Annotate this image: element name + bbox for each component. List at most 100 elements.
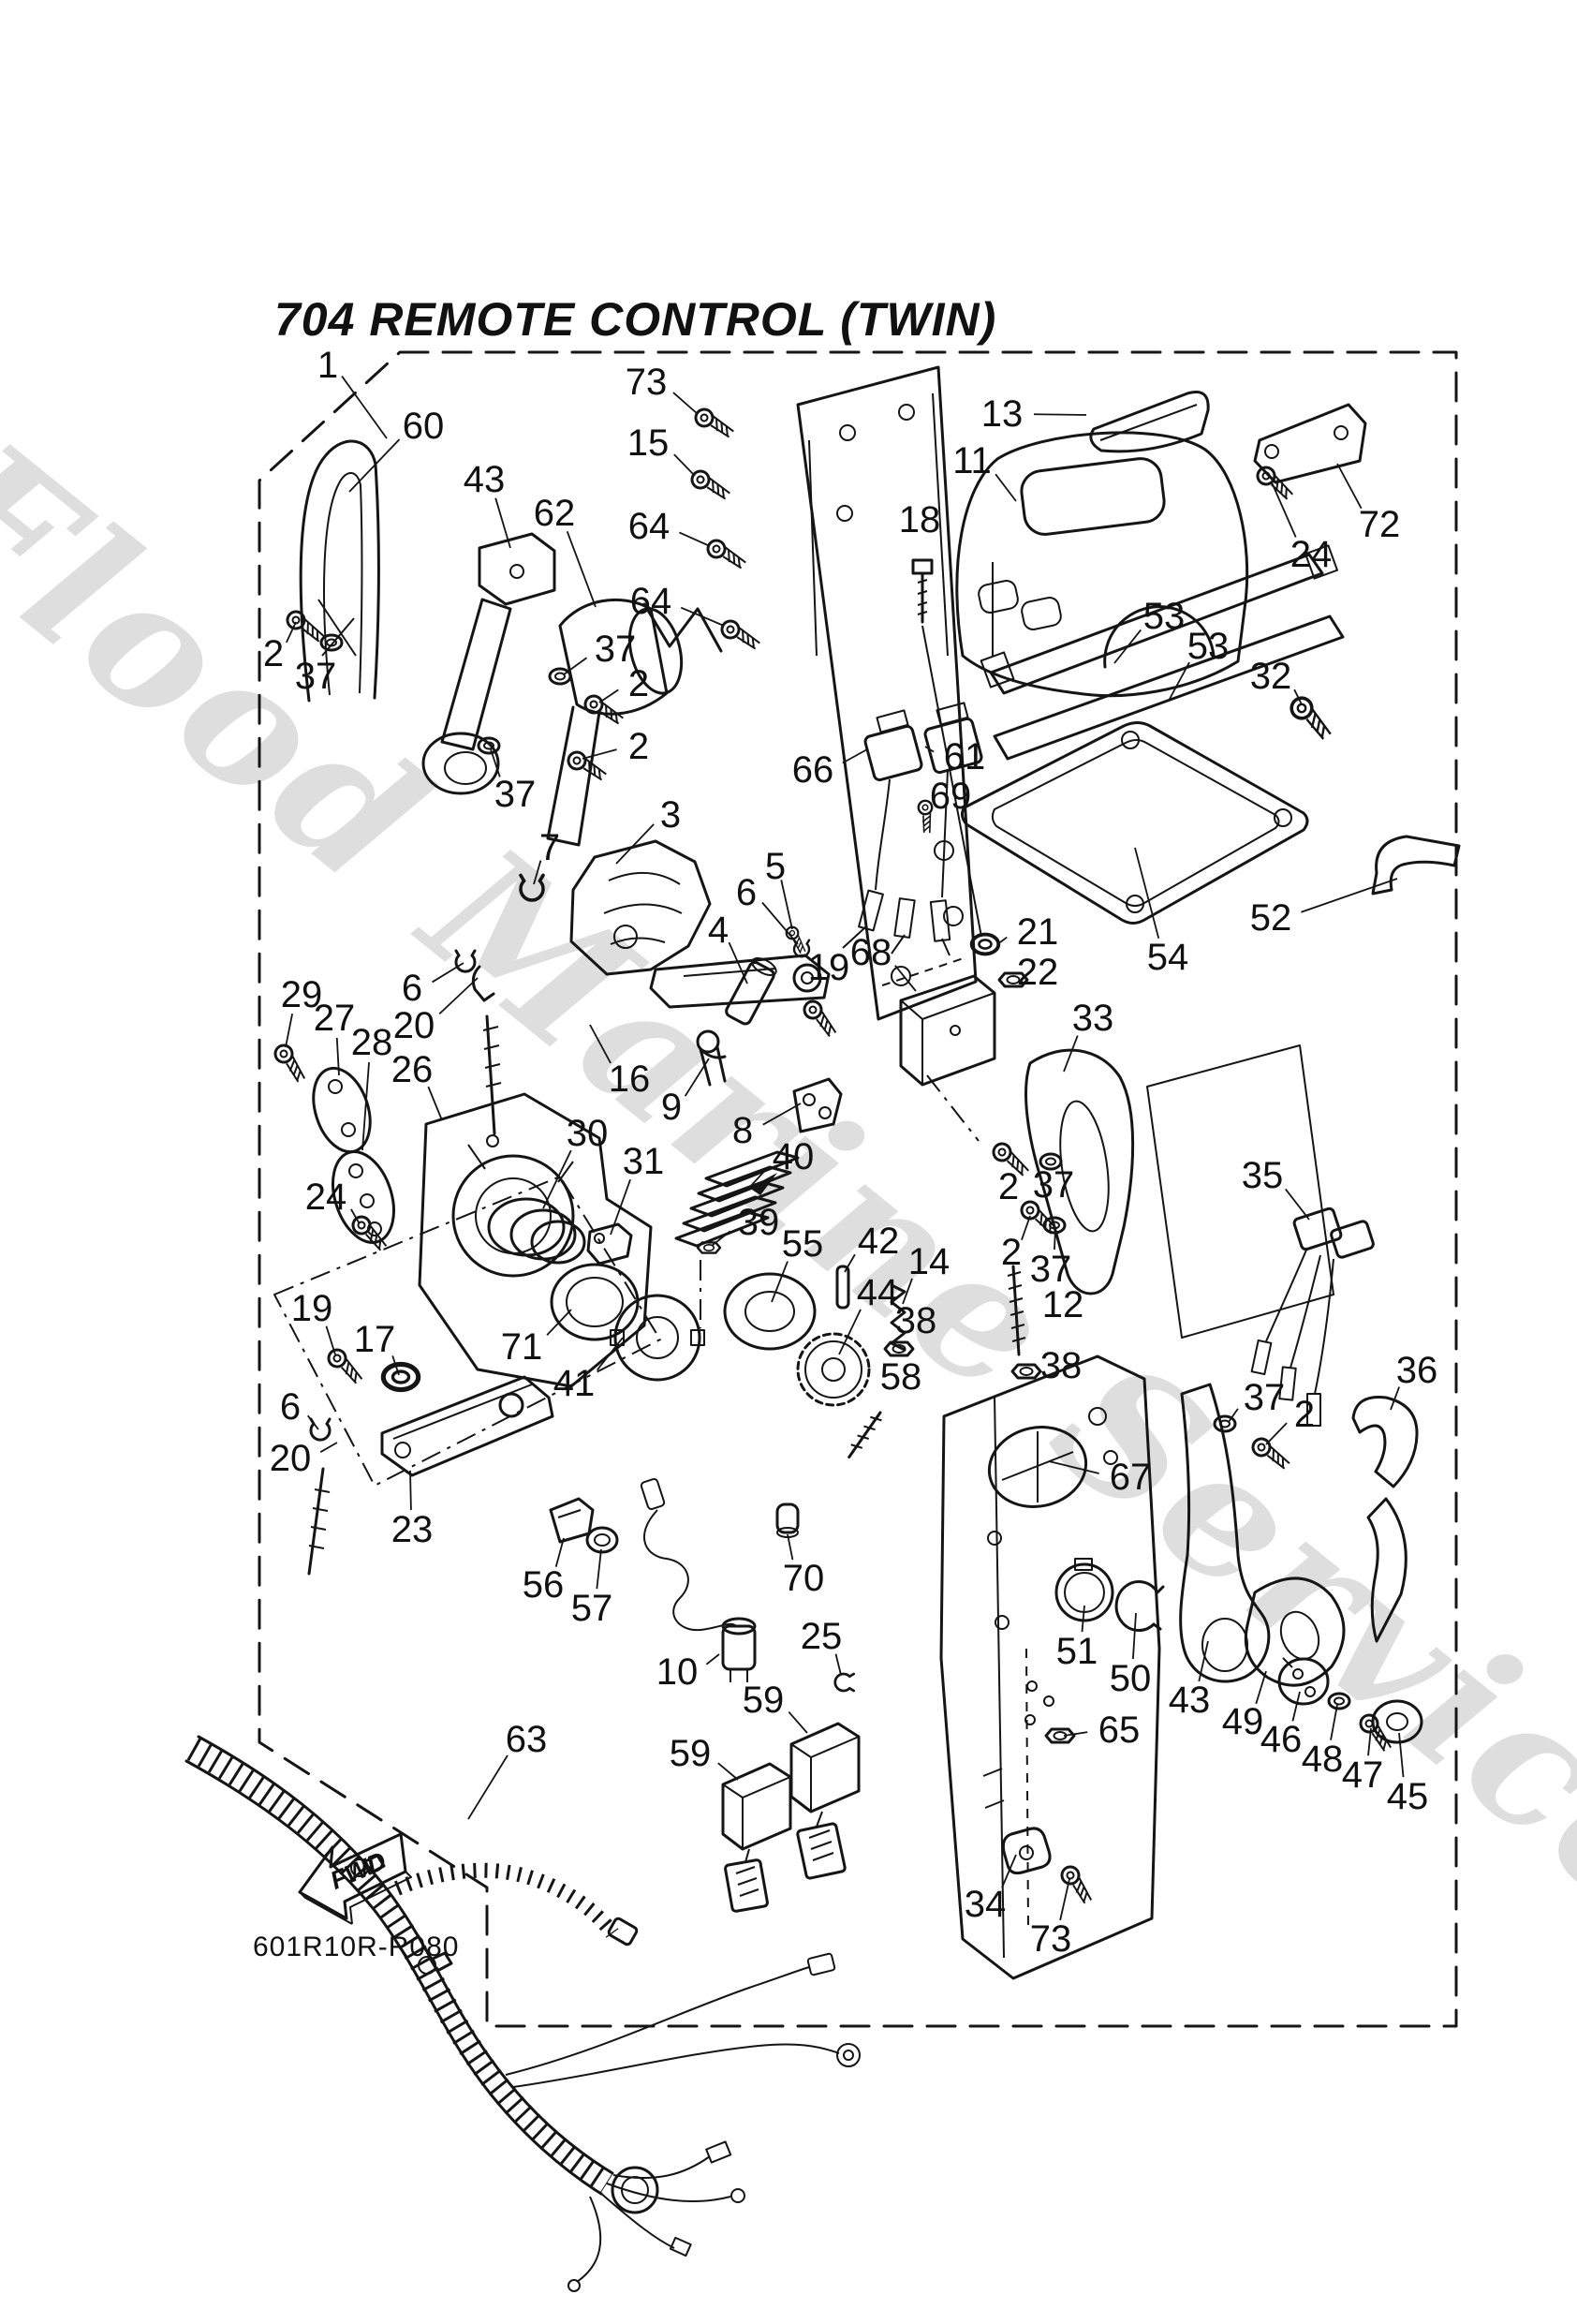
- callout-19-87: 19: [291, 1288, 336, 1355]
- callout-2-60: 2: [1001, 1215, 1031, 1273]
- leader-line: [1265, 1422, 1288, 1445]
- callout-number: 11: [952, 440, 992, 481]
- leader-line: [432, 962, 464, 984]
- leader-line: [1021, 1215, 1031, 1241]
- callout-26-41: 26: [391, 1049, 443, 1121]
- leader-line: [490, 748, 501, 777]
- part-fork-9: [696, 1029, 727, 1087]
- part-cover-11: [955, 431, 1249, 698]
- callout-number: 18: [899, 499, 941, 540]
- leader-line: [1134, 847, 1160, 940]
- fwd-arrow: [298, 1832, 412, 1925]
- callout-5-33: 5: [765, 846, 793, 930]
- callout-number: 58: [880, 1356, 922, 1398]
- part-plate-41: [610, 1294, 705, 1382]
- callout-number: 70: [783, 1558, 825, 1599]
- callout-7-32: 7: [533, 827, 560, 885]
- part-harness-63: [184, 1735, 861, 2292]
- callout-2-58: 2: [998, 1166, 1019, 1207]
- leader-line: [1113, 629, 1142, 664]
- callout-number: 41: [553, 1363, 596, 1404]
- callout-23-91: 23: [391, 1470, 433, 1550]
- callout-43-69: 43: [1169, 1640, 1210, 1721]
- callout-number: 55: [782, 1223, 824, 1265]
- callout-number: 64: [630, 581, 672, 622]
- callout-number: 35: [1242, 1155, 1284, 1196]
- callout-number: 61: [944, 736, 986, 777]
- leader-line: [761, 901, 799, 945]
- part-connectors-66-61: [842, 702, 983, 956]
- part-spring-stack-40: [674, 1150, 800, 1248]
- callout-number: 43: [464, 459, 506, 500]
- callout-2-65: 2: [1265, 1394, 1315, 1445]
- part-clamp-31: [586, 1222, 633, 1266]
- callout-55-49: 55: [771, 1223, 824, 1303]
- callout-number: 44: [857, 1272, 899, 1313]
- callout-number: 2: [263, 633, 284, 674]
- callout-number: 33: [1072, 998, 1114, 1039]
- callout-25-76: 25: [801, 1616, 842, 1676]
- part-gasket-54: [960, 721, 1309, 925]
- part-grommet-45: [1371, 1699, 1423, 1744]
- leader-line: [1291, 1691, 1301, 1722]
- part-link-rod-20: [471, 965, 502, 1147]
- callout-number: 16: [609, 1058, 651, 1100]
- callout-number: 20: [393, 1005, 435, 1046]
- callout-layer: 1604362731564641813117224535332525421226…: [263, 345, 1437, 1960]
- leader-line: [1285, 1188, 1310, 1221]
- callout-37-26: 37: [295, 656, 337, 697]
- leader-line: [678, 531, 711, 547]
- callout-number: 12: [1042, 1284, 1084, 1325]
- leader-line: [325, 1325, 336, 1355]
- callout-44-52: 44: [838, 1272, 899, 1355]
- callout-number: 64: [628, 506, 671, 547]
- callout-15-5: 15: [627, 422, 696, 477]
- callout-30-45: 30: [542, 1113, 608, 1209]
- part-rails-53: [980, 544, 1345, 761]
- leader-line: [717, 1762, 739, 1781]
- part-box-68: [899, 974, 996, 1087]
- phantom-lines: [273, 1074, 980, 1487]
- callout-67-66: 67: [1048, 1457, 1151, 1498]
- callout-number: 8: [732, 1110, 753, 1151]
- callout-37-61: 37: [1030, 1228, 1071, 1290]
- part-relays-59: [721, 1722, 861, 1913]
- callout-27-39: 27: [314, 998, 355, 1076]
- callout-number: 28: [351, 1022, 393, 1063]
- callout-37-59: 37: [1033, 1164, 1075, 1206]
- leader-line: [335, 1037, 340, 1076]
- leader-line: [894, 965, 917, 992]
- callout-14-51: 14: [902, 1241, 950, 1305]
- callout-62-3: 62: [534, 493, 597, 608]
- callout-number: 38: [1040, 1345, 1083, 1386]
- callout-number: 66: [792, 749, 834, 791]
- callout-number: 2: [1001, 1232, 1022, 1273]
- leader-line: [1255, 1670, 1267, 1705]
- callout-9-43: 9: [661, 1058, 710, 1128]
- callout-number: 48: [1302, 1739, 1344, 1780]
- callout-number: 10: [656, 1651, 699, 1693]
- callout-number: 5: [765, 846, 786, 887]
- leader-line: [711, 1230, 731, 1247]
- callout-number: 53: [1143, 596, 1186, 637]
- leader-line: [684, 1058, 710, 1097]
- leader-line: [319, 1442, 338, 1453]
- callout-59-81: 59: [743, 1680, 808, 1734]
- callout-19-24: 19: [808, 947, 850, 988]
- callout-number: 31: [623, 1141, 665, 1182]
- leader-line: [1390, 1386, 1400, 1411]
- leader-line: [680, 606, 725, 627]
- callout-20-90: 20: [270, 1438, 338, 1479]
- part-lanyard-switch-10: [640, 1477, 757, 1682]
- leader-line: [1063, 1035, 1079, 1073]
- callout-number: 40: [773, 1136, 815, 1177]
- callout-37-30: 37: [490, 748, 536, 815]
- callout-63-83: 63: [467, 1719, 547, 1820]
- callout-49-70: 49: [1222, 1670, 1267, 1742]
- part-seal-71: [550, 1263, 640, 1341]
- part-connector-35: [1250, 1206, 1375, 1427]
- drawing-code: 601R10R-R080: [253, 1932, 460, 1962]
- callout-58-54: 58: [880, 1356, 922, 1398]
- callout-24-86: 24: [305, 1177, 360, 1223]
- callout-number: 2: [628, 663, 649, 704]
